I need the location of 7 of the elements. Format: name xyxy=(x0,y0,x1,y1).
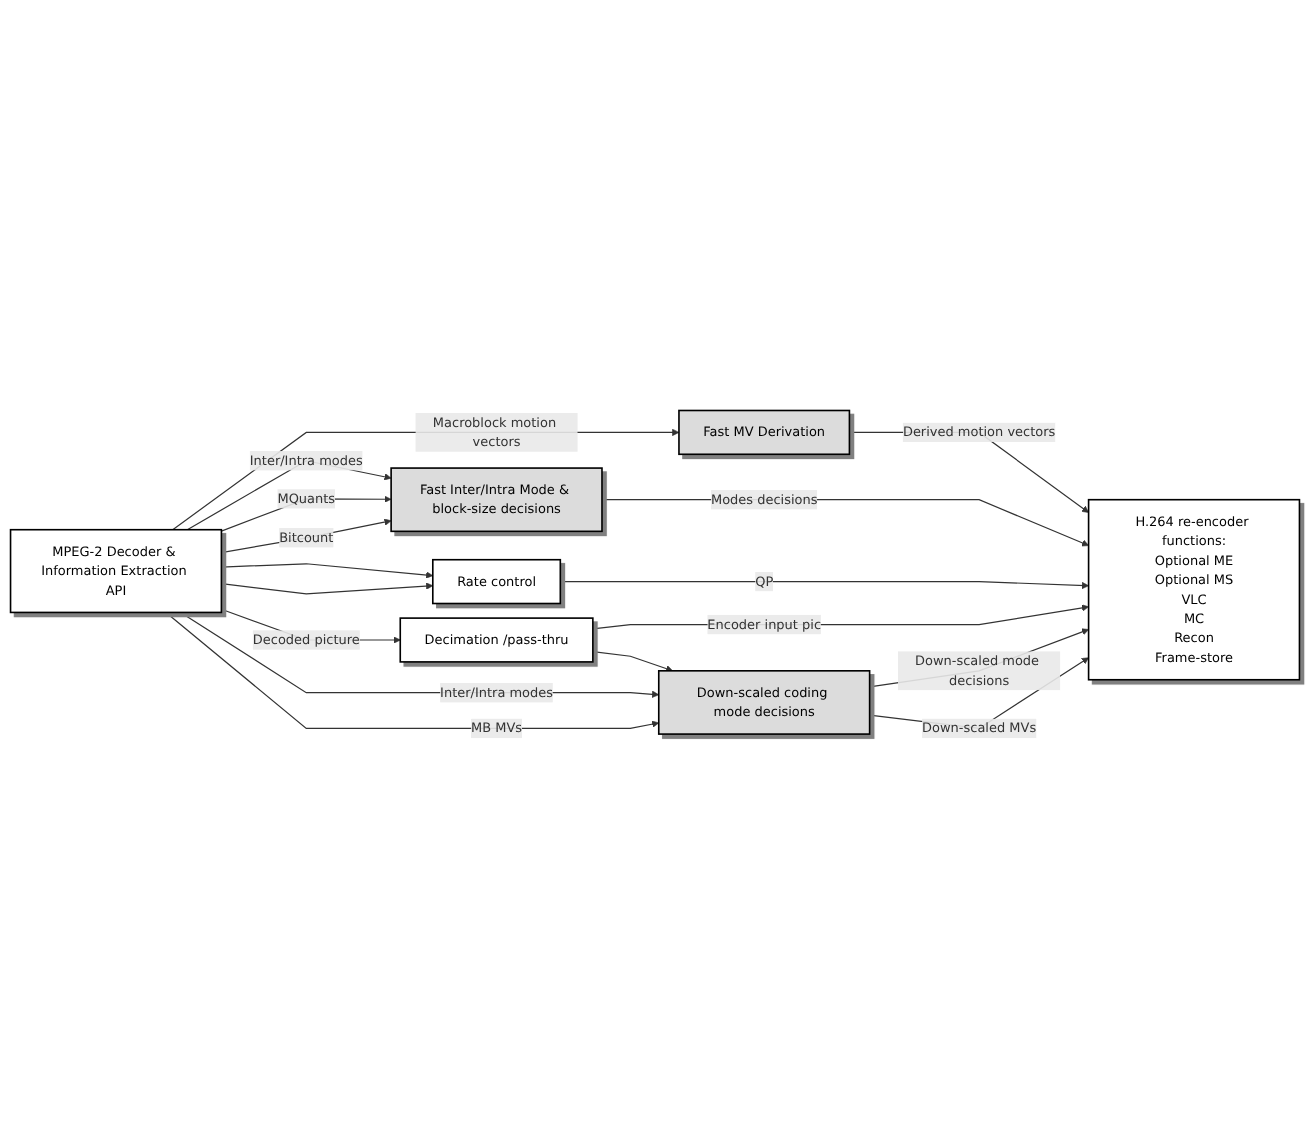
arrow xyxy=(165,611,660,729)
arrow xyxy=(559,580,1089,589)
arrow xyxy=(220,582,434,595)
arrow xyxy=(220,518,392,553)
arrow xyxy=(220,562,434,579)
arrow xyxy=(180,611,660,698)
arrow xyxy=(592,650,673,672)
